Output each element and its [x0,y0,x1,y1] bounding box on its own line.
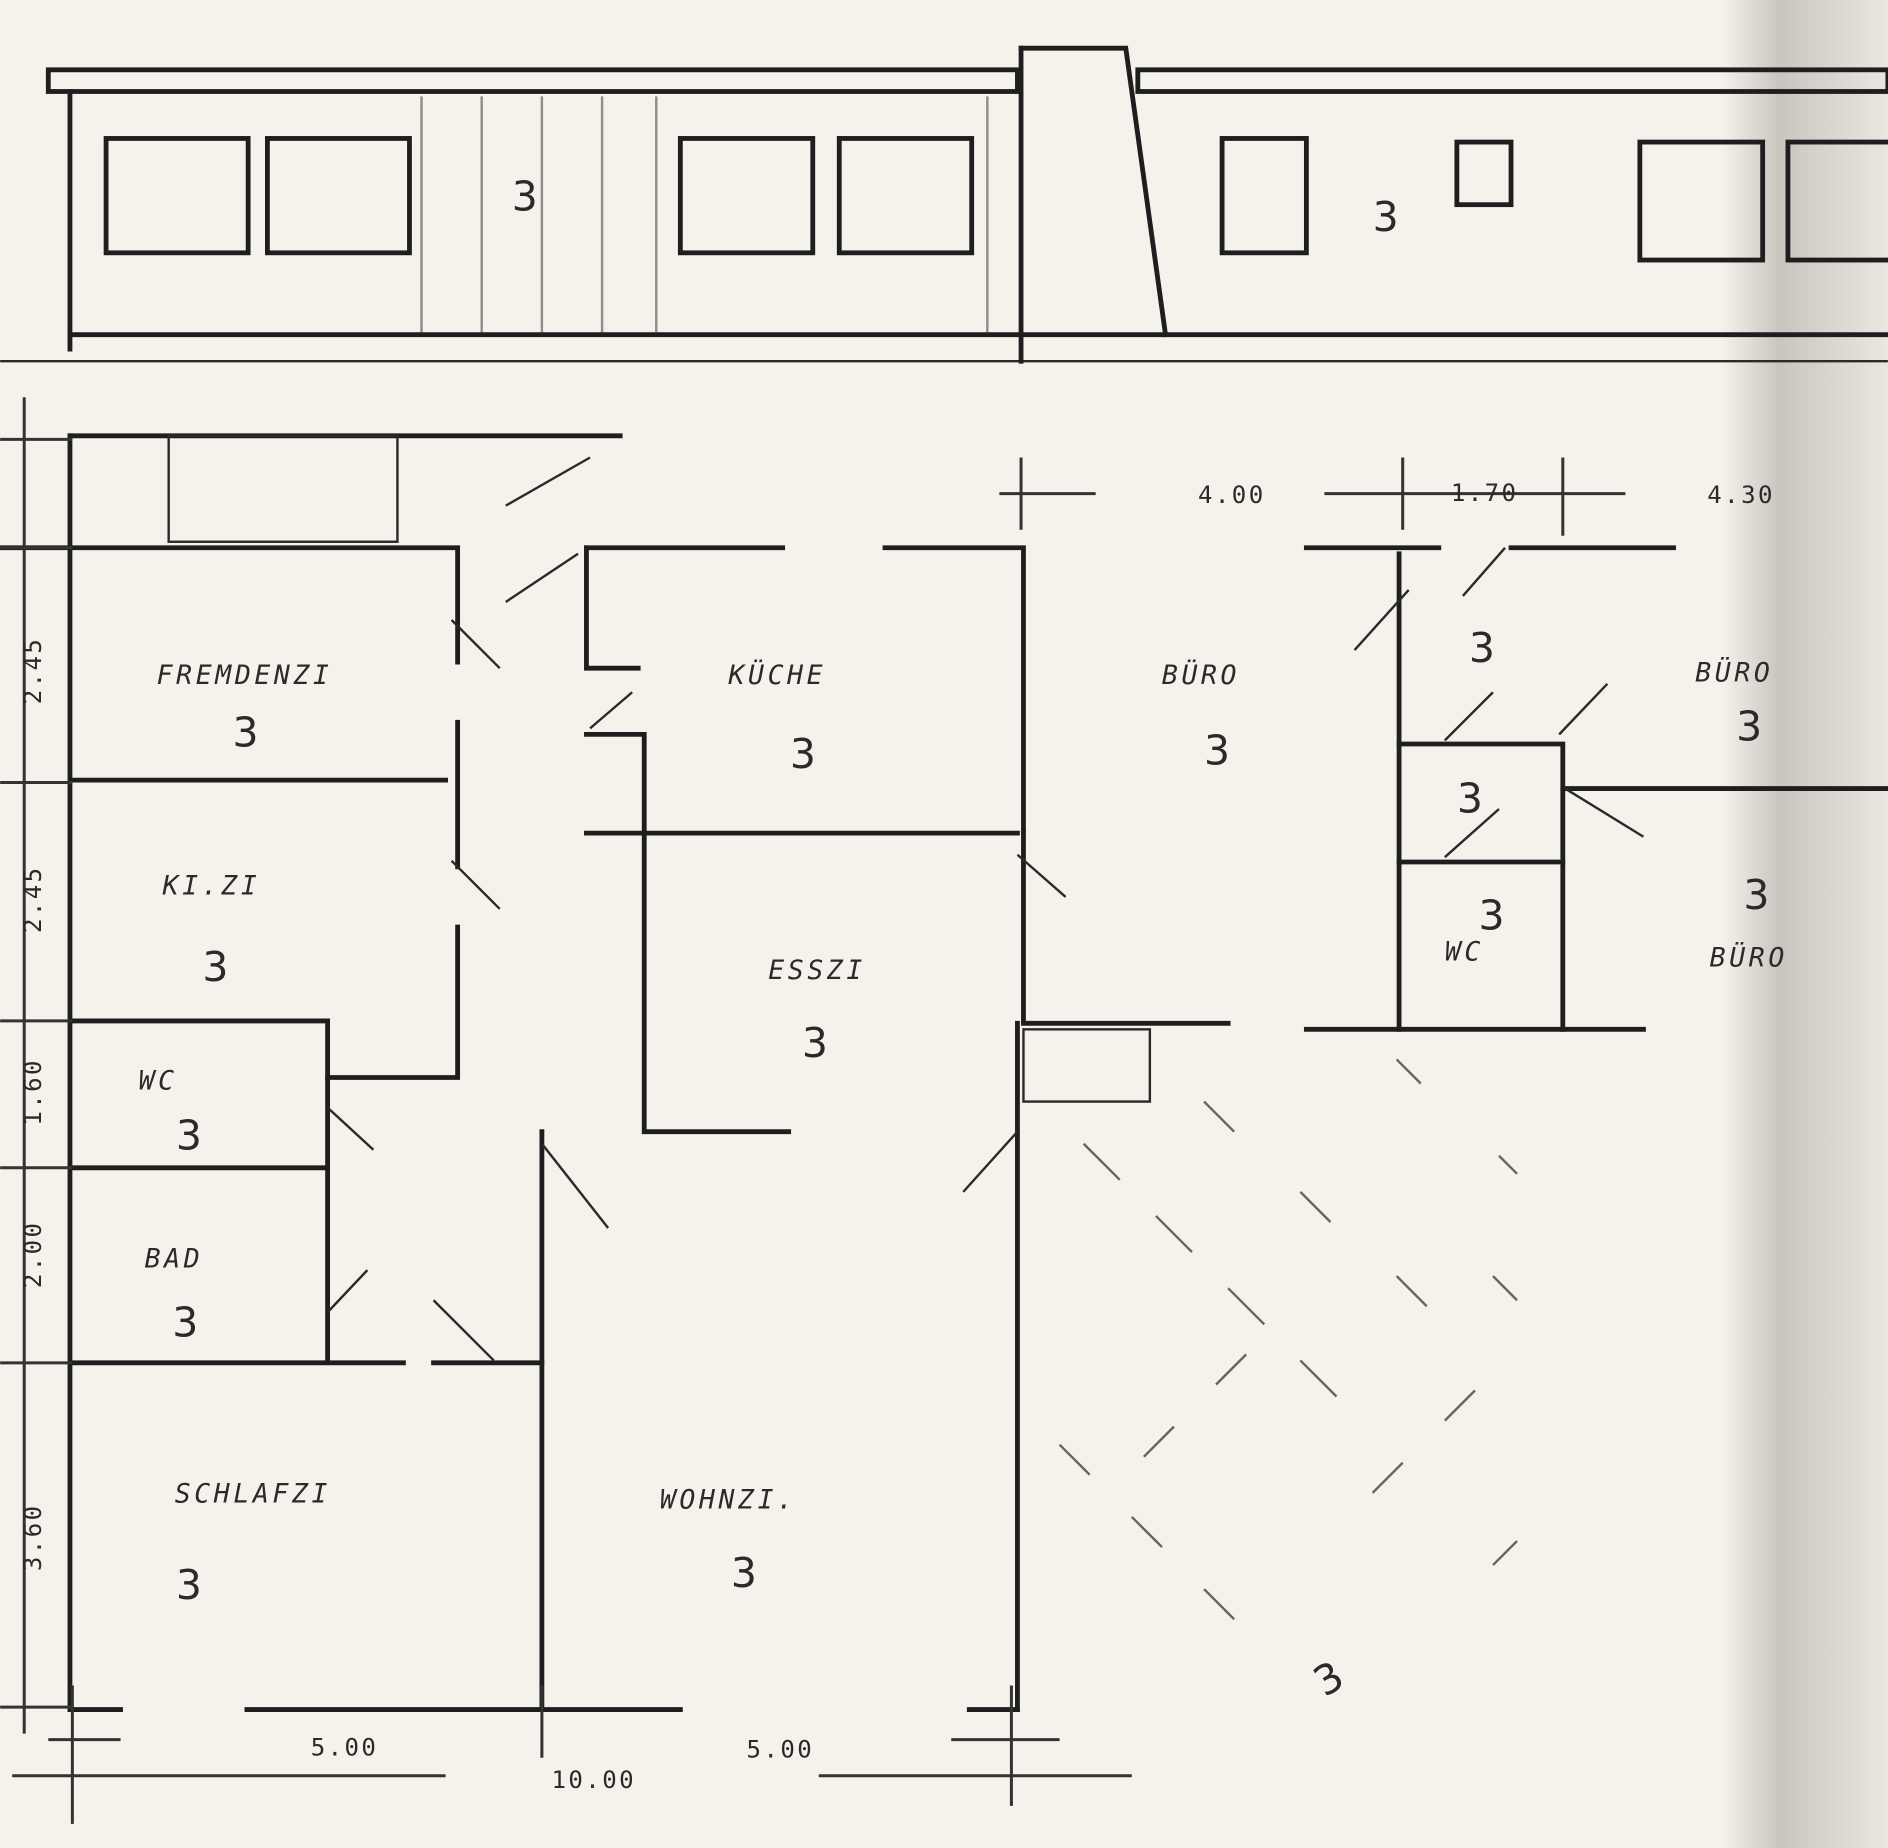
room-label: BÜRO [1710,942,1788,974]
terrace-hatching [1058,1058,1518,1621]
walls [0,433,1888,1712]
elevation-mark: 3 [1373,193,1399,241]
room-mark: 3 [1204,726,1230,774]
dimension-left: 2.00 [19,1221,47,1289]
room-mark: 3 [232,708,258,756]
elevation-view: 3 3 [0,45,1888,364]
room-label: WC [139,1066,178,1097]
room-mark: 3 [1743,871,1769,919]
windows [103,136,1888,263]
room-mark: 3 [731,1549,757,1597]
room-mark: 3 [202,943,228,991]
dimension-bottom: 5.00 [747,1736,815,1764]
room-mark: 3 [1736,702,1762,750]
dimension-left: 2.45 [19,637,47,705]
dimension-top: 4.30 [1707,481,1775,509]
room-label: KI.ZI [162,871,261,902]
room-mark: 3 [176,1561,202,1609]
room-label: FREMDENZI [157,660,333,691]
room-mark: 3 [172,1298,198,1346]
dimension-top: 4.00 [1198,481,1266,509]
room-labels: FREMDENZI 3 KÜCHE 3 BÜRO 3 BÜRO 3 KI.ZI … [139,624,1788,1707]
dimension-bottom: 5.00 [311,1733,379,1761]
elevation-mark: 3 [512,173,538,221]
room-label: KÜCHE [728,659,827,691]
room-label: SCHLAFZI [175,1478,331,1509]
room-label: BAD [145,1244,204,1275]
dimension-top: 1.70 [1451,479,1519,507]
dimension-lines [0,397,1626,1824]
room-mark: 3 [1479,891,1505,939]
extra-mark: 3 [1457,775,1483,823]
room-mark: 3 [790,730,816,778]
room-label: BÜRO [1695,656,1773,688]
room-label: WOHNZI. [660,1484,797,1515]
dimension-left: 1.60 [19,1058,47,1126]
dimension-bottom: 10.00 [552,1766,636,1794]
scan-shadow [1721,0,1888,1848]
room-mark: 3 [176,1112,202,1160]
room-label: WC [1445,937,1484,968]
extra-mark: 3 [1305,1652,1352,1707]
room-mark: 3 [802,1019,828,1067]
dimension-left: 2.45 [19,865,47,933]
dimension-left: 3.60 [19,1504,47,1572]
room-label: ESSZI [768,955,866,986]
extra-mark: 3 [1469,624,1495,672]
door-swings [326,456,1645,1362]
room-label: BÜRO [1162,659,1240,691]
